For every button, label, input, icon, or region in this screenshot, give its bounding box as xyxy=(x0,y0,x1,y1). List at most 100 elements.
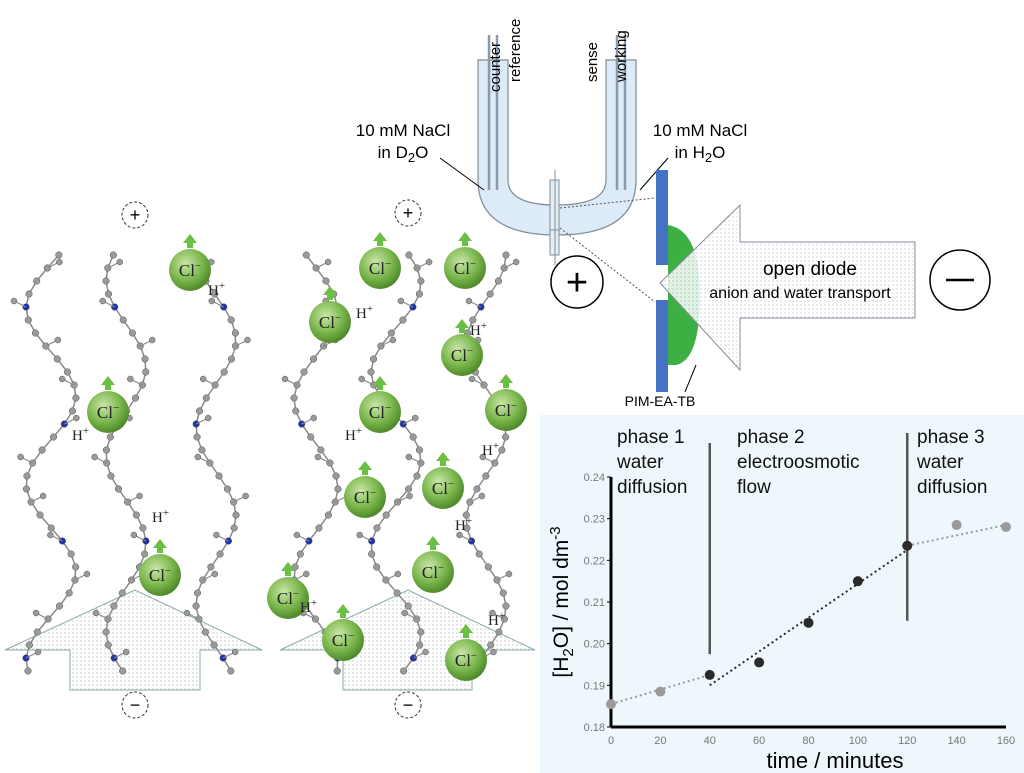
atom xyxy=(55,251,63,259)
y-tick-label: 0.24 xyxy=(584,472,605,484)
atom xyxy=(216,550,224,558)
atom xyxy=(207,563,215,571)
pointer-arrow xyxy=(684,364,697,393)
atom xyxy=(213,531,220,539)
data-point xyxy=(606,699,616,710)
up-arrow-icon xyxy=(373,376,387,390)
electrode-label-sense: sense xyxy=(584,42,601,82)
atom xyxy=(502,251,510,259)
atom xyxy=(211,290,219,298)
atom xyxy=(370,355,378,363)
atom xyxy=(468,375,476,383)
phase-label: phase 1 xyxy=(617,427,685,448)
atom xyxy=(106,433,114,441)
plus-symbol: + xyxy=(403,203,414,223)
atom xyxy=(142,368,150,376)
data-point xyxy=(655,686,666,697)
molecular-panels: Cl−Cl−Cl−Cl−Cl−Cl−Cl−Cl−Cl−Cl−Cl−Cl−Cl−C… xyxy=(4,199,536,719)
atom xyxy=(416,641,424,649)
atom xyxy=(303,570,310,578)
y-axis-label: [H2O] / mol dm-3 xyxy=(547,526,577,677)
ion-label: Cl− xyxy=(455,650,477,670)
plus-symbol: + xyxy=(566,262,588,304)
atom xyxy=(192,602,200,610)
data-point xyxy=(951,519,962,530)
atom xyxy=(130,531,138,539)
atom xyxy=(109,251,117,259)
left-solution-line1: 10 mM NaCl xyxy=(356,121,450,140)
atom xyxy=(505,570,513,578)
ion-label: Cl− xyxy=(277,588,299,608)
atom xyxy=(58,375,66,383)
x-tick-label: 140 xyxy=(947,735,965,747)
atom xyxy=(411,414,419,422)
chloride-ions: Cl−Cl−Cl−Cl−Cl−Cl−Cl−Cl−Cl−Cl−Cl−Cl−Cl−C… xyxy=(87,232,527,681)
minus-symbol: − xyxy=(403,695,414,715)
atom xyxy=(25,641,33,649)
data-point xyxy=(902,540,913,551)
atom xyxy=(368,537,376,545)
atom xyxy=(65,589,73,597)
chloride-ion: Cl− xyxy=(422,452,464,509)
atom xyxy=(484,563,492,571)
plus-pole-panel-2: + xyxy=(394,199,422,227)
atom xyxy=(131,394,140,402)
atom xyxy=(127,375,134,383)
u-tube xyxy=(477,59,637,236)
atom xyxy=(148,336,156,344)
phase-label: electroosmotic xyxy=(737,452,860,473)
atom xyxy=(302,251,310,259)
atom xyxy=(220,368,228,376)
atom xyxy=(183,609,191,617)
atom xyxy=(10,297,18,305)
data-point xyxy=(803,617,814,628)
atom xyxy=(72,563,80,571)
atom xyxy=(397,297,405,305)
atom xyxy=(498,446,506,454)
proton-label: H+ xyxy=(208,280,225,299)
atom xyxy=(490,648,497,656)
protons: H+H+H+H+H+H+H+H+H+H+ xyxy=(72,280,505,629)
minus-pole-panel-1: − xyxy=(121,691,149,719)
up-arrow-icon xyxy=(373,232,387,246)
atom xyxy=(227,316,235,324)
proton-label: H+ xyxy=(455,515,472,534)
atom xyxy=(39,492,47,500)
ion-label: Cl− xyxy=(332,630,354,650)
atom xyxy=(204,414,212,422)
atom xyxy=(38,446,46,454)
ion-label: Cl− xyxy=(149,565,171,585)
atom xyxy=(198,446,206,454)
ion-label: Cl− xyxy=(354,487,376,507)
x-tick-label: 100 xyxy=(849,735,867,747)
up-arrow-icon xyxy=(358,461,372,475)
atom xyxy=(242,492,249,500)
ion-label: Cl− xyxy=(179,260,201,280)
y-tick-label: 0.21 xyxy=(584,597,605,609)
atom xyxy=(332,472,340,480)
atom xyxy=(132,511,140,519)
electrode-wires xyxy=(487,35,627,190)
atom xyxy=(322,277,330,285)
ion-label: Cl− xyxy=(97,402,119,422)
atom xyxy=(31,329,39,337)
atom xyxy=(104,641,112,649)
atom xyxy=(394,570,402,578)
atom xyxy=(47,524,55,532)
atom xyxy=(102,628,110,636)
atom xyxy=(310,414,317,422)
atom xyxy=(281,375,289,383)
atom xyxy=(230,524,238,532)
atom xyxy=(480,381,488,389)
minus-pole-panel-2: − xyxy=(394,691,422,719)
y-tick-label: 0.18 xyxy=(584,722,605,734)
atom xyxy=(499,589,507,597)
atom xyxy=(54,336,62,344)
atom xyxy=(227,667,235,675)
atom xyxy=(119,667,127,675)
atom xyxy=(333,667,341,675)
atom xyxy=(53,355,61,363)
atom xyxy=(400,667,408,675)
atom xyxy=(425,258,433,266)
chloride-ion: Cl− xyxy=(169,234,211,291)
